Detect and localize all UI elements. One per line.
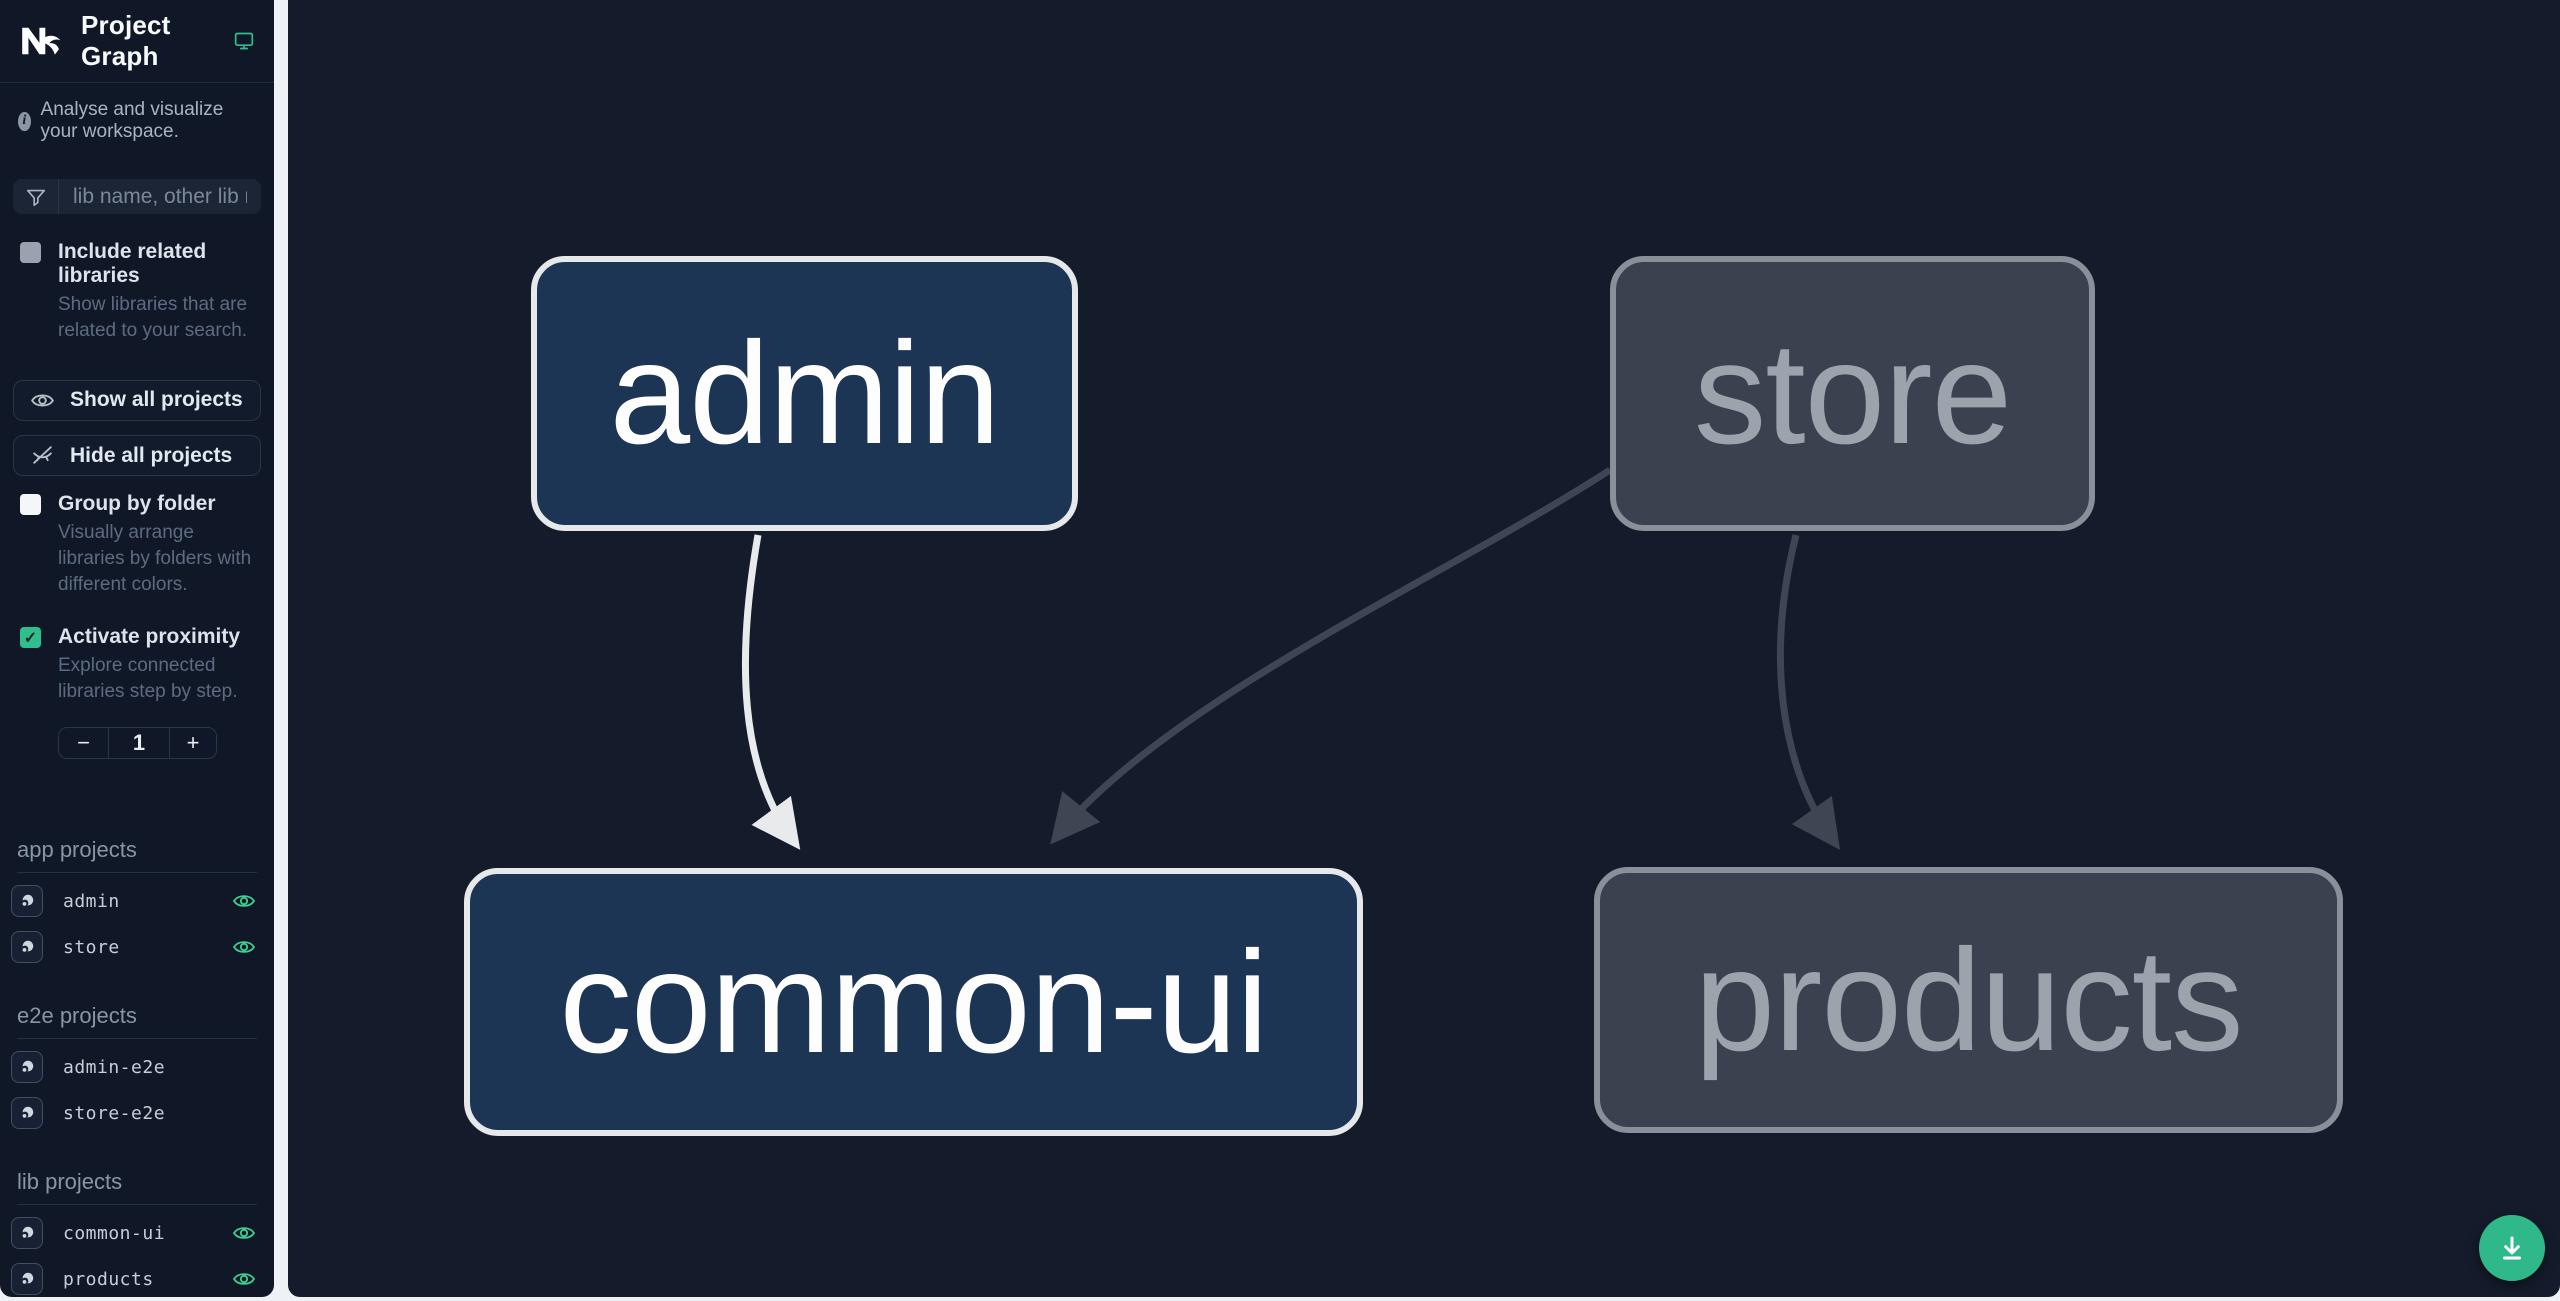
graph-canvas[interactable]: admin store common-ui products (288, 0, 2560, 1297)
tagline-text: Analyse and visualize your workspace. (40, 99, 224, 142)
project-icon[interactable] (11, 1263, 43, 1296)
filter-icon (13, 179, 59, 215)
nx-logo-icon (22, 27, 61, 55)
graph-node-products[interactable]: products (1594, 867, 2343, 1133)
project-name[interactable]: products (63, 1268, 154, 1290)
project-row-common-ui: common-ui (11, 1215, 263, 1251)
project-row-products: products (11, 1261, 263, 1297)
graph-edges (741, 467, 1841, 851)
stepper-value: 1 (132, 729, 146, 755)
checkbox-include-related[interactable] (20, 242, 41, 264)
stepper-decrement-button[interactable]: − (59, 727, 109, 759)
workspace-tagline: i Analyse and visualize your workspace. (0, 99, 274, 143)
hide-all-projects-button[interactable]: Hide all projects (13, 435, 261, 477)
edge-store-to-products[interactable] (1777, 534, 1841, 851)
edge-store-to-common-ui[interactable] (1050, 467, 1612, 845)
option-activate-proximity[interactable]: ✓ Activate proximity Explore connected l… (0, 625, 274, 704)
download-icon (2503, 1236, 2521, 1260)
edge-admin-to-common-ui[interactable] (741, 534, 801, 850)
search-box (13, 179, 261, 215)
graph-node-admin[interactable]: admin (531, 256, 1078, 531)
hide-all-label: Hide all projects (70, 443, 233, 467)
option-include-related[interactable]: Include related libraries Show libraries… (0, 240, 274, 344)
project-row-store: store (11, 929, 263, 965)
option-label: Include related libraries (58, 240, 207, 288)
visibility-eye-icon[interactable] (232, 889, 256, 913)
project-row-admin: admin (11, 883, 263, 919)
info-icon: i (18, 111, 31, 131)
stepper-increment-button[interactable]: + (169, 727, 216, 759)
checkbox-activate-proximity[interactable]: ✓ (20, 627, 41, 649)
page-title: Project Graph (81, 10, 171, 71)
project-row-store-e2e: store-e2e (11, 1095, 263, 1131)
option-label: Activate proximity (58, 625, 241, 649)
visibility-eye-icon[interactable] (232, 935, 256, 959)
download-graph-button[interactable] (2479, 1215, 2545, 1281)
visibility-eye-icon[interactable] (232, 1267, 256, 1291)
project-icon[interactable] (11, 885, 43, 918)
show-all-label: Show all projects (70, 388, 243, 412)
option-label: Group by folder (58, 492, 216, 516)
section-title: lib projects (17, 1169, 257, 1206)
project-name[interactable]: store (63, 936, 120, 958)
project-icon[interactable] (11, 1217, 43, 1250)
show-all-projects-button[interactable]: Show all projects (13, 379, 261, 421)
monitor-icon[interactable] (234, 28, 254, 54)
section-title: e2e projects (17, 1003, 257, 1040)
visibility-eye-icon[interactable] (232, 1221, 256, 1245)
graph-node-store[interactable]: store (1610, 256, 2095, 531)
option-description: Visually arrange libraries by folders wi… (58, 522, 252, 595)
section-lib-projects: lib projects common-ui products (0, 1169, 274, 1297)
project-name[interactable]: store-e2e (63, 1102, 166, 1124)
project-icon[interactable] (11, 1051, 43, 1084)
project-icon[interactable] (11, 1097, 43, 1130)
search-input[interactable] (59, 184, 261, 209)
checkbox-group-by-folder[interactable] (20, 494, 41, 516)
sidebar-header: Project Graph (0, 0, 274, 83)
section-e2e-projects: e2e projects admin-e2e store-e2e (0, 1003, 274, 1131)
project-name[interactable]: admin-e2e (63, 1056, 166, 1078)
proximity-stepper: − 1 + (58, 726, 217, 760)
option-description: Explore connected libraries step by step… (58, 655, 238, 703)
section-app-projects: app projects admin store (0, 837, 274, 965)
project-name[interactable]: common-ui (63, 1222, 166, 1244)
eye-off-icon (33, 446, 52, 464)
section-title: app projects (17, 837, 257, 874)
eye-icon (31, 394, 54, 407)
graph-node-common-ui[interactable]: common-ui (464, 868, 1363, 1136)
option-group-by-folder[interactable]: Group by folder Visually arrange librari… (0, 492, 274, 597)
project-row-admin-e2e: admin-e2e (11, 1049, 263, 1085)
project-name[interactable]: admin (63, 890, 120, 912)
option-description: Show libraries that are related to your … (58, 294, 248, 342)
project-icon[interactable] (11, 931, 43, 964)
sidebar: Project Graph i Analyse and visualize yo… (0, 0, 274, 1297)
